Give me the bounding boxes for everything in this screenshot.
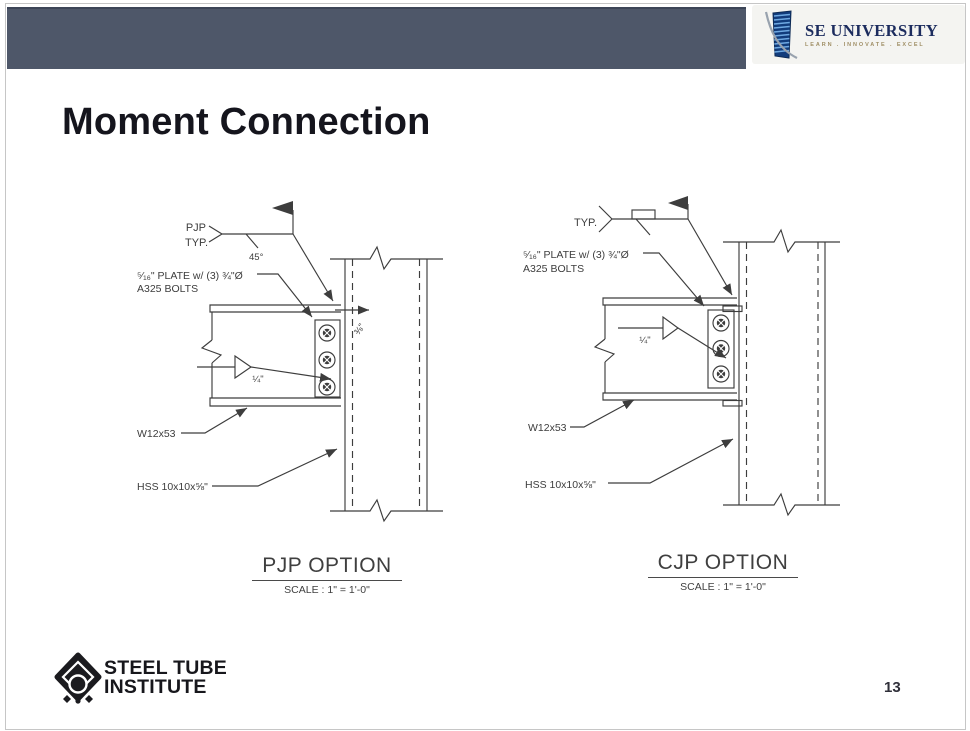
org-name-line1: STEEL TUBE: [104, 657, 227, 679]
flange-weld-size-callout: ⅜": [335, 305, 369, 338]
plate-note-callout: ⁵⁄₁₆" PLATE w/ (3) ¾"Ø A325 BOLTS: [137, 270, 313, 318]
weld-label-typ: TYP.: [574, 217, 597, 229]
beam-label-callout: W12x53: [528, 399, 635, 434]
hss-column: [723, 228, 840, 517]
pjp-weld-callout: PJP TYP. 45°: [185, 201, 334, 302]
weld-label-typ: TYP.: [185, 237, 208, 249]
column-label-callout: HSS 10x10x⅝": [137, 448, 338, 493]
org-name-line2: INSTITUTE: [104, 676, 207, 698]
fillet-weld-callout: ¼": [618, 315, 727, 359]
beam-label: W12x53: [528, 422, 567, 434]
se-university-building-icon: [764, 9, 798, 59]
field-weld-flag-icon: [272, 201, 293, 215]
pjp-option-caption: PJP OPTION SCALE : 1" = 1'-0": [217, 554, 437, 596]
weld-label-pjp: PJP: [186, 222, 206, 234]
column-label-callout: HSS 10x10x⅝": [525, 438, 734, 491]
web-weld-size-label: ¼": [252, 374, 263, 385]
column-label: HSS 10x10x⅝": [525, 479, 596, 491]
beam-label-callout: W12x53: [137, 407, 248, 440]
web-weld-size-label: ¼": [639, 335, 650, 346]
cjp-weld-callout: TYP.: [574, 196, 733, 296]
beam-label: W12x53: [137, 428, 176, 440]
plate-note-line2: A325 BOLTS: [523, 263, 584, 275]
plate-note-callout: ⁵⁄₁₆" PLATE w/ (3) ¾"Ø A325 BOLTS: [523, 249, 705, 307]
bolt: [712, 365, 730, 383]
backing-bar-symbol: [631, 209, 656, 220]
pjp-option-title: PJP OPTION: [252, 554, 402, 581]
pjp-option-scale: SCALE : 1" = 1'-0": [284, 584, 370, 596]
flange-weld-size-label: ⅜": [352, 322, 367, 338]
plate-note-line2: A325 BOLTS: [137, 283, 198, 295]
bolt: [712, 339, 730, 358]
bolt: [318, 324, 336, 342]
shear-plate: [314, 319, 341, 398]
se-university-logo: SE UNIVERSITY LEARN . INNOVATE . EXCEL: [752, 5, 965, 64]
header-bar: [7, 7, 746, 69]
cjp-option-diagram: TYP. ⁵⁄₁₆" PLATE w/ (3) ¾"Ø A325 BOLTS ¼…: [523, 196, 840, 517]
backing-bar: [722, 305, 743, 313]
column-label: HSS 10x10x⅝": [137, 481, 208, 493]
bolt: [318, 351, 336, 369]
plate-note-line1: ⁵⁄₁₆" PLATE w/ (3) ¾"Ø: [523, 249, 629, 261]
backing-bar: [722, 399, 743, 407]
page-title: Moment Connection: [62, 101, 431, 143]
se-university-tagline: LEARN . INNOVATE . EXCEL: [805, 41, 925, 48]
steel-tube-institute-wordmark: STEEL TUBE INSTITUTE: [104, 657, 227, 698]
weld-angle-label: 45°: [249, 252, 264, 263]
bolt: [318, 378, 336, 396]
pjp-option-diagram: PJP TYP. 45° ⅜" ⁵⁄₁₆" PLATE w/ (3) ¾"Ø A…: [137, 201, 443, 523]
page-number: 13: [884, 679, 901, 696]
bolt: [712, 314, 730, 332]
plate-note-line1: ⁵⁄₁₆" PLATE w/ (3) ¾"Ø: [137, 270, 243, 282]
w-beam: [593, 297, 737, 401]
se-university-wordmark: SE UNIVERSITY: [805, 20, 939, 40]
w-beam: [200, 304, 341, 407]
steel-tube-institute-icon: [54, 652, 102, 704]
fillet-weld-callout: ¼": [197, 354, 332, 385]
shear-plate: [707, 309, 735, 389]
hss-column: [330, 245, 443, 523]
cjp-option-title: CJP OPTION: [647, 551, 799, 578]
cjp-option-caption: CJP OPTION SCALE : 1" = 1'-0": [613, 551, 833, 593]
field-weld-flag-icon: [668, 196, 688, 210]
cjp-option-scale: SCALE : 1" = 1'-0": [680, 581, 766, 593]
